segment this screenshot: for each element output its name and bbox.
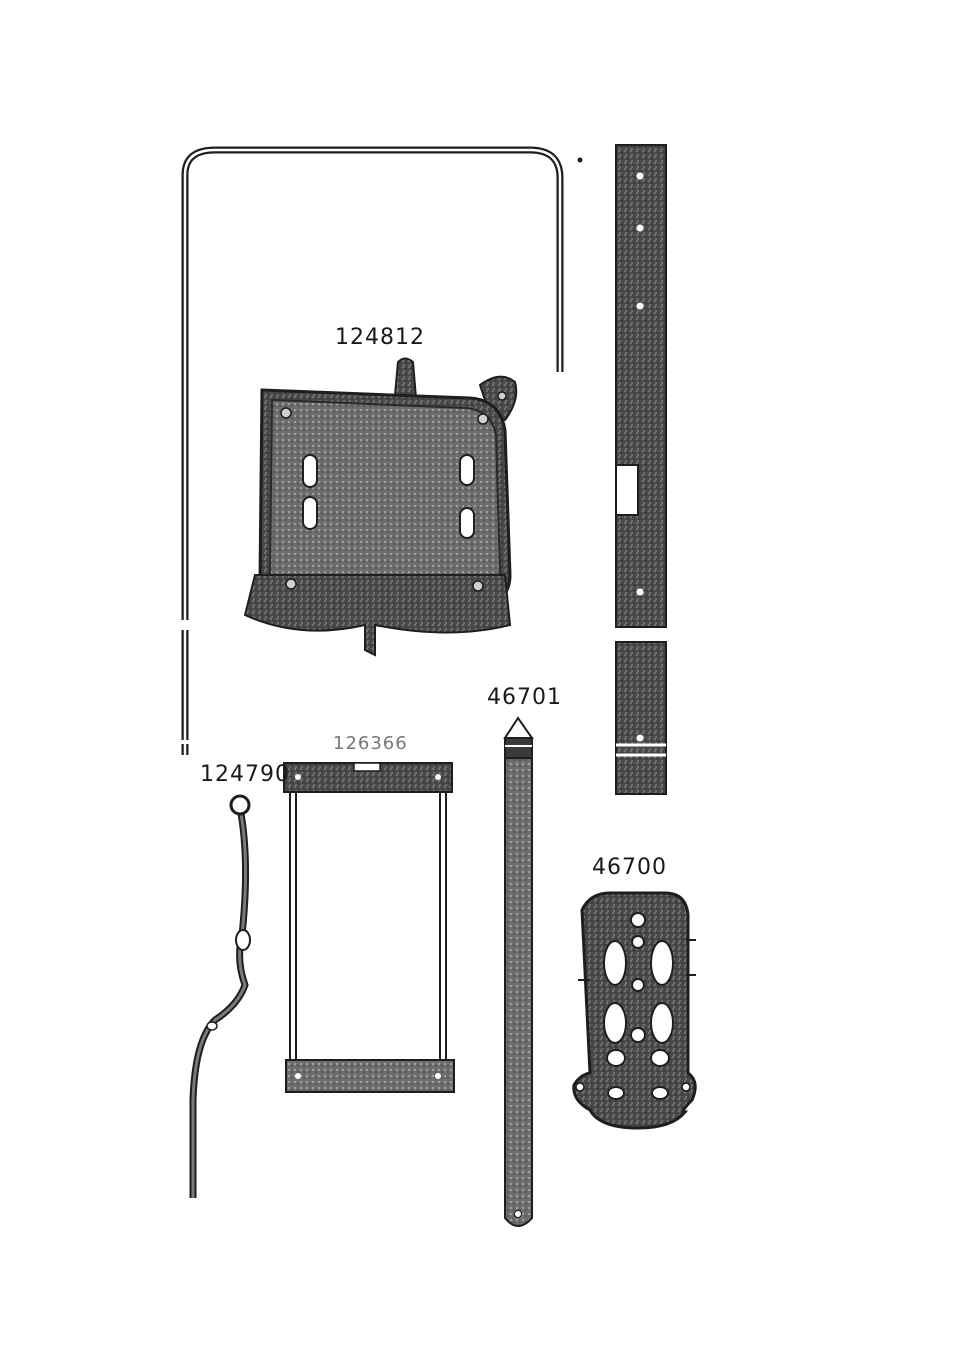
flat-bar — [505, 718, 532, 1226]
long-strip — [616, 145, 666, 794]
part-number-label: 124790 — [200, 762, 290, 787]
part-number-label: 46700 — [592, 855, 667, 880]
part-number-label: 124812 — [335, 325, 425, 350]
part-number-label: 46701 — [487, 685, 562, 710]
part-number-label: 126366 — [333, 733, 408, 754]
rect-frame — [284, 763, 454, 1092]
grate-plate — [574, 893, 696, 1128]
bent-rod — [193, 796, 250, 1198]
plate-assembly — [245, 359, 516, 656]
